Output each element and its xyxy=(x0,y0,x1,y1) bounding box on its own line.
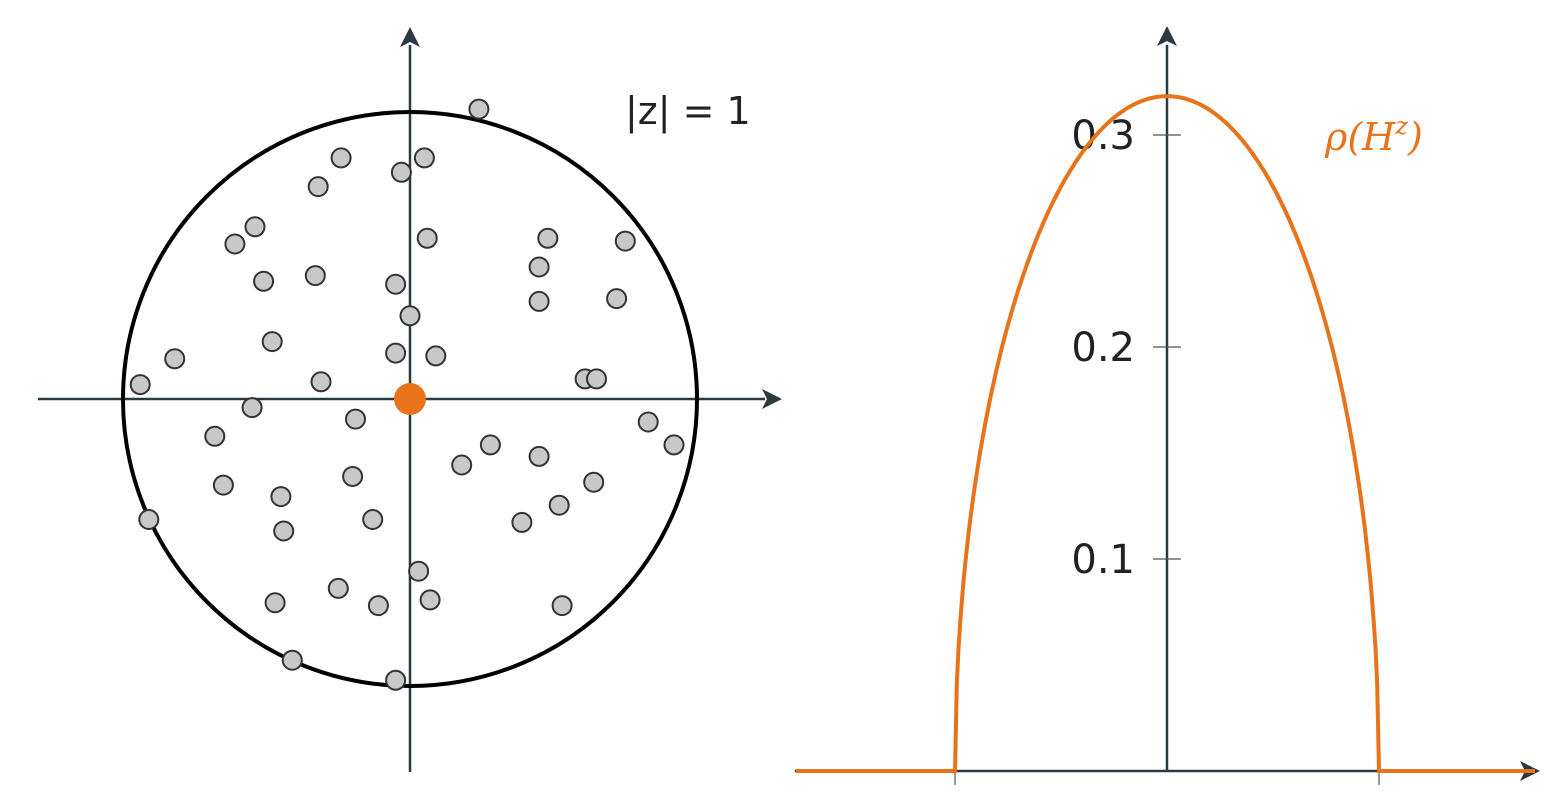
eigenvalue-point xyxy=(367,595,389,617)
eigenvalue-point xyxy=(385,273,407,295)
eigenvalue-point xyxy=(385,342,407,364)
y-tick-label: 0.2 xyxy=(1071,325,1135,371)
eigenvalue-point xyxy=(537,227,559,249)
eigenvalue-point xyxy=(425,345,447,367)
eigenvalue-points xyxy=(129,98,685,691)
series-label-sup: z xyxy=(1394,112,1408,140)
eigenvalue-point xyxy=(419,589,441,611)
eigenvalue-point xyxy=(304,265,326,287)
eigenvalue-point xyxy=(385,669,407,691)
eigenvalue-point xyxy=(586,368,607,390)
eigenvalue-point xyxy=(345,408,366,430)
eigenvalue-point xyxy=(413,147,435,169)
eigenvalue-point xyxy=(583,471,605,493)
eigenvalue-point xyxy=(528,445,550,467)
eigenvalue-point xyxy=(327,577,349,599)
eigenvalue-point xyxy=(241,397,263,419)
left-y-axis-arrow xyxy=(400,27,420,47)
series-label: ρ(Hz) xyxy=(1324,112,1423,159)
eigenvalue-point xyxy=(244,216,266,238)
eigenvalue-point xyxy=(606,288,628,310)
left-x-axis-arrow xyxy=(762,389,782,409)
eigenvalue-point xyxy=(342,466,364,487)
center-point xyxy=(394,383,426,415)
right-y-axis-arrow xyxy=(1157,26,1177,46)
eigenvalue-point xyxy=(416,227,438,249)
unit-circle xyxy=(121,110,699,688)
eigenvalue-point xyxy=(551,595,573,617)
eigenvalue-point xyxy=(663,434,685,456)
eigenvalue-point xyxy=(281,649,303,671)
eigenvalue-point xyxy=(390,161,412,183)
eigenvalue-point xyxy=(212,474,234,496)
eigenvalue-point xyxy=(253,270,275,292)
circle-label: |z| = 1 xyxy=(625,89,751,134)
series-label-close: ) xyxy=(1407,115,1423,159)
eigenvalue-point xyxy=(408,560,430,582)
eigenvalue-point xyxy=(511,511,533,533)
eigenvalue-point xyxy=(451,454,473,476)
eigenvalue-point xyxy=(528,256,550,278)
eigenvalue-point xyxy=(261,331,283,353)
series-label-base: ρ(H xyxy=(1324,115,1396,159)
eigenvalue-point xyxy=(129,374,151,396)
eigenvalue-point xyxy=(362,509,384,530)
eigenvalue-point xyxy=(468,98,490,120)
y-ticks: 0.10.20.3 xyxy=(1071,113,1181,583)
eigenvalue-point xyxy=(399,305,421,327)
eigenvalue-point xyxy=(637,411,659,433)
eigenvalue-point xyxy=(548,494,570,516)
eigenvalue-point xyxy=(528,290,550,312)
eigenvalue-point xyxy=(330,147,352,169)
semicircle-density-curve xyxy=(796,94,1535,773)
eigenvalue-point xyxy=(307,176,329,198)
eigenvalue-point xyxy=(310,371,332,393)
eigenvalue-scatter-panel: |z| = 1 xyxy=(38,27,782,772)
y-tick-label: 0.1 xyxy=(1071,537,1135,583)
eigenvalue-point xyxy=(164,348,186,370)
eigenvalue-point xyxy=(138,509,160,530)
density-plot-panel: 0.10.20.3 ρ(Hz) xyxy=(795,26,1540,785)
eigenvalue-point xyxy=(270,486,292,508)
eigenvalue-point xyxy=(614,230,636,252)
eigenvalue-point xyxy=(264,592,286,614)
eigenvalue-point xyxy=(224,233,246,255)
eigenvalue-point xyxy=(204,425,226,447)
eigenvalue-point xyxy=(273,520,295,542)
eigenvalue-point xyxy=(479,434,501,456)
